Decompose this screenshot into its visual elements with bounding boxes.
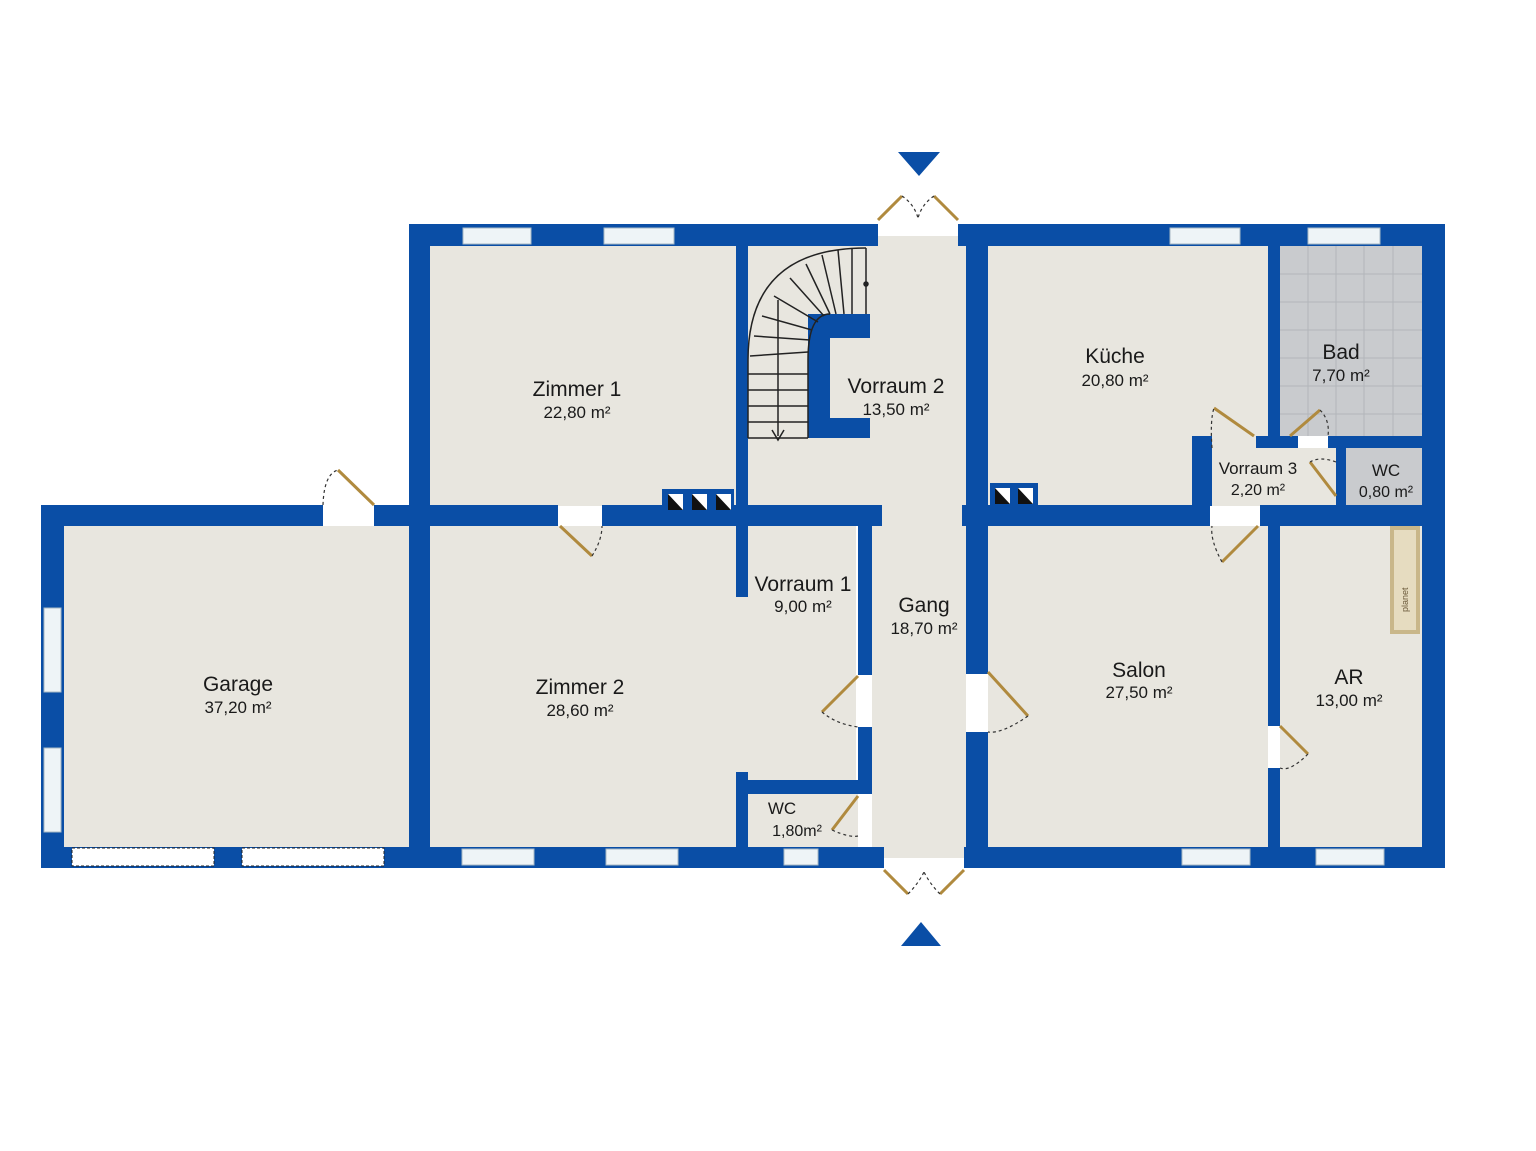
room-wc-small-area: 0,80 m² [1359, 484, 1414, 501]
room-gang-name: Gang [898, 594, 949, 617]
room-wc-area: 1,80m² [772, 823, 822, 840]
entrance-arrow-up-icon [901, 922, 941, 946]
chimney-flue-icon [662, 483, 1038, 515]
walls [41, 224, 1445, 868]
room-kueche-area: 20,80 m² [1081, 371, 1148, 390]
room-vorraum3-name: Vorraum 3 [1219, 459, 1297, 478]
planet-logo: planet [1390, 526, 1420, 634]
room-zimmer1-name: Zimmer 1 [533, 378, 622, 401]
room-wc-name: WC [768, 799, 796, 818]
room-wc-small-name: WC [1372, 461, 1400, 480]
room-ar-area: 13,00 m² [1315, 691, 1382, 710]
room-bad-name: Bad [1322, 341, 1359, 364]
room-zimmer2-name: Zimmer 2 [536, 676, 625, 699]
room-garage-area: 37,20 m² [204, 698, 271, 717]
room-labels: Zimmer 1 22,80 m² Vorraum 2 13,50 m² Küc… [203, 341, 1414, 840]
room-vorraum3-area: 2,20 m² [1231, 482, 1286, 499]
floors [64, 236, 1422, 858]
doors [322, 194, 1338, 896]
room-kueche-name: Küche [1085, 345, 1145, 368]
room-zimmer2-area: 28,60 m² [546, 701, 613, 720]
logo-text: planet [1400, 587, 1410, 612]
entrance-arrow-down-icon [898, 152, 940, 176]
room-gang-area: 18,70 m² [890, 619, 957, 638]
staircase-icon [747, 247, 869, 442]
room-zimmer1-area: 22,80 m² [543, 403, 610, 422]
room-vorraum2-name: Vorraum 2 [848, 375, 945, 398]
windows [43, 227, 1385, 866]
room-vorraum1-name: Vorraum 1 [755, 573, 852, 596]
room-bad-area: 7,70 m² [1312, 366, 1370, 385]
room-vorraum2-area: 13,50 m² [862, 400, 929, 419]
bad-tiles [1280, 246, 1422, 506]
room-garage-name: Garage [203, 673, 273, 696]
room-ar-name: AR [1334, 666, 1363, 689]
room-vorraum1-area: 9,00 m² [774, 597, 832, 616]
room-salon-area: 27,50 m² [1105, 683, 1172, 702]
garage-door [71, 847, 385, 867]
room-salon-name: Salon [1112, 659, 1166, 682]
